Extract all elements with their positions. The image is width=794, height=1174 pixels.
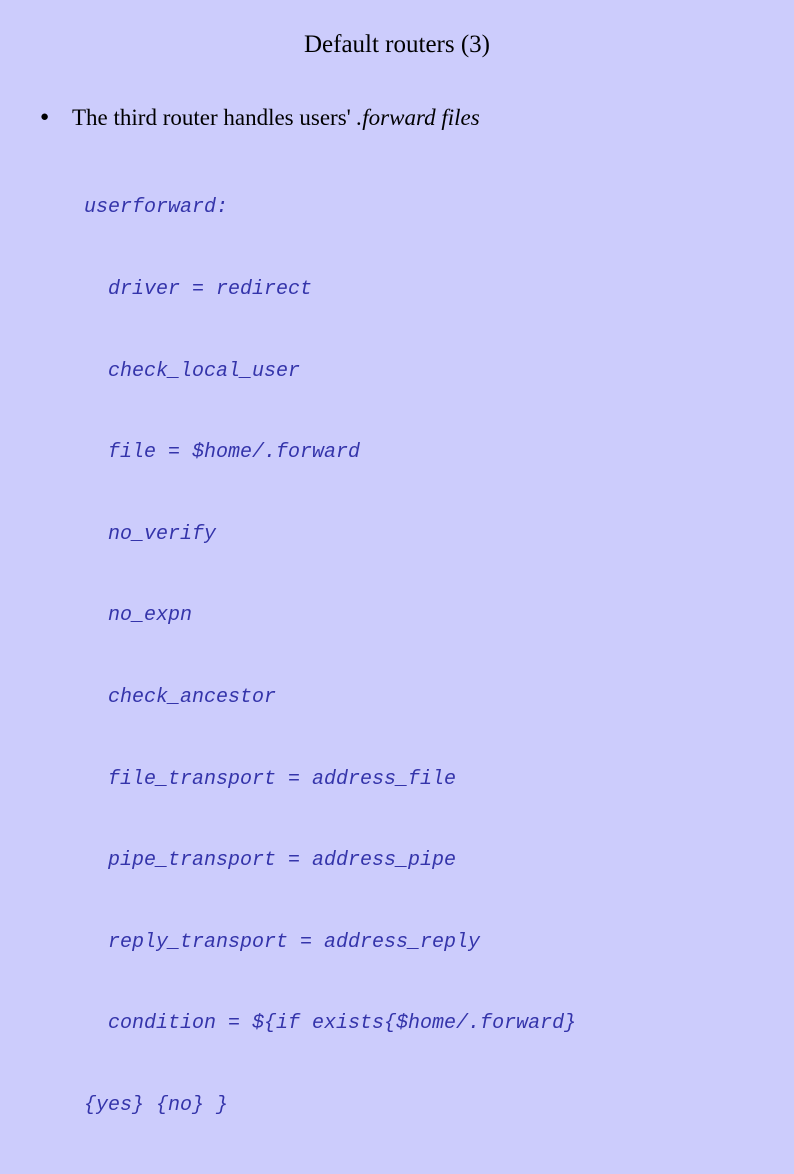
code-line: no_expn	[108, 604, 193, 628]
code-line: file_transport = address_file	[108, 767, 457, 791]
code-line: check_ancestor	[108, 685, 277, 709]
code-line: reply_transport = address_reply	[108, 930, 481, 954]
list-item: ● The third router handles users' .forwa…	[40, 103, 760, 133]
list-item-text-plain: The third router handles users'	[72, 105, 357, 130]
list-item-label: The third router handles users' .forward…	[72, 103, 760, 133]
bullet-list: ● The third router handles users' .forwa…	[40, 103, 760, 133]
bullet-dot-icon: ●	[40, 109, 50, 125]
code-line: pipe_transport = address_pipe	[108, 849, 457, 873]
code-line: no_verify	[108, 522, 217, 546]
code-block: userforward: driver = redirect check_loc…	[84, 140, 576, 1174]
code-line: {yes} {no} }	[84, 1093, 229, 1117]
slide-canvas: Default routers (3) ● The third router h…	[40, 31, 760, 1117]
list-item-text-emphasis: .forward files	[356, 105, 480, 130]
code-line: file = $home/.forward	[108, 441, 361, 465]
code-line: check_local_user	[108, 359, 301, 383]
code-line: userforward:	[84, 196, 229, 220]
page-title: Default routers (3)	[303, 31, 491, 58]
code-line: driver = redirect	[108, 278, 313, 301]
code-line: condition = ${if exists{$home/.forward}	[108, 1012, 577, 1036]
